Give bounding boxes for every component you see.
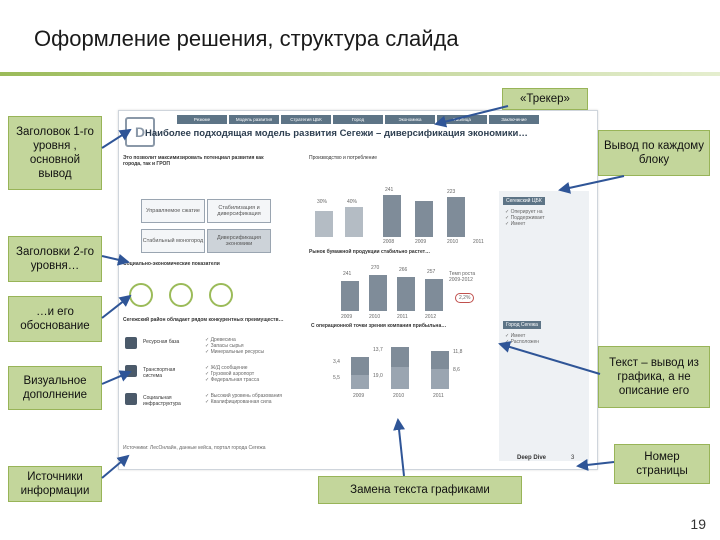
chart1-label: 40% — [347, 199, 358, 205]
matrix-cell: Стабилизация и диверсификация — [207, 199, 271, 223]
breakeven-bar — [391, 367, 409, 389]
breakeven-label: 8,6 — [453, 367, 460, 373]
chart2-year: 2012 — [425, 314, 437, 320]
note-text-replacement: Замена текста графиками — [318, 476, 522, 504]
side-bullets: ✓ Имеет✓ Расположен — [505, 333, 539, 345]
breakeven-year: 2009 — [353, 393, 365, 399]
chart1-bar — [315, 211, 333, 237]
slide-tracker: Резюме Модель развития Стратегия ЦБК Гор… — [177, 115, 539, 124]
chart1-label: 223 — [447, 189, 456, 195]
side-title: Город Сегежа — [503, 321, 541, 329]
tracker-tab: Стратегия ЦБК — [281, 115, 331, 124]
tracker-tab: Резюме — [177, 115, 227, 124]
chart2-bar — [341, 281, 359, 311]
chart2-label: 266 — [399, 267, 408, 273]
slide-footer-page: 3 — [571, 455, 575, 461]
row-label: Ресурсная база — [143, 339, 180, 345]
note-tracker: «Трекер» — [502, 88, 588, 110]
tracker-tab: Экономика — [385, 115, 435, 124]
note-header-level2: Заголовки 2-го уровня… — [8, 236, 102, 282]
side-bullets: ✓ Оперирует на✓ Поддерживает✓ Имеет — [505, 209, 545, 227]
breakeven-label: 5,5 — [333, 375, 340, 381]
note-info-sources: Источники информации — [8, 466, 102, 502]
breakeven-label: 13,7 — [373, 347, 383, 353]
train-icon — [125, 365, 137, 377]
chart2-label: 241 — [343, 271, 352, 277]
chart2-year: 2010 — [369, 314, 381, 320]
page-title: Оформление решения, структура слайда — [34, 26, 459, 51]
breakeven-bar — [351, 375, 369, 389]
tracker-tab: Город — [333, 115, 383, 124]
title-divider — [0, 72, 720, 76]
note-text-from-chart: Текст – вывод из графика, а не описание … — [598, 346, 710, 408]
row-label: Социальная инфраструктура — [143, 395, 181, 407]
chart2-title: Рынок бумажной продукции стабильно расте… — [309, 249, 431, 255]
indicator-circle — [169, 283, 193, 307]
chart2-bar — [369, 275, 387, 311]
tracker-tab: Таблица — [437, 115, 487, 124]
chart2-label: 270 — [371, 265, 380, 271]
note-conclusion-per-block: Вывод по каждому блоку — [598, 130, 710, 176]
indicator-circle — [129, 283, 153, 307]
note-page-number: Номер страницы — [614, 444, 710, 484]
example-slide: D Резюме Модель развития Стратегия ЦБК Г… — [118, 110, 598, 470]
people-icon — [125, 393, 137, 405]
chart1-caption: Производство и потребление — [309, 155, 378, 161]
row-bullets: ✓ Древесина✓ Запасы сырья✓ Минеральные р… — [205, 337, 265, 355]
row-bullets: ✓ Высокий уровень образования✓ Квалифици… — [205, 393, 282, 405]
lower-left-title: Сегежский район обладает рядом конкурент… — [123, 317, 284, 323]
chart1-year: 2008 — [383, 239, 395, 245]
chart1-bar — [383, 195, 401, 237]
growth-value: 2,2% — [455, 293, 475, 303]
matrix-cell: Управляемое сжатие — [141, 199, 205, 223]
breakeven-bar — [391, 347, 409, 367]
chart1-bar — [345, 207, 363, 237]
chart2-bar — [397, 277, 415, 311]
left-box-title: Это позволит максимизировать потенциал р… — [123, 155, 264, 167]
chart1-bar — [415, 201, 433, 237]
breakeven-year: 2011 — [433, 393, 444, 399]
breakeven-label: 19,0 — [373, 373, 383, 379]
note-justification: …и его обоснование — [8, 296, 102, 342]
page-number: 19 — [690, 516, 706, 532]
breakeven-bar — [431, 351, 449, 369]
breakeven-bar — [351, 357, 369, 375]
chart1-bar — [447, 197, 465, 237]
breakeven-title: С операционной точки зрения компания при… — [311, 323, 447, 329]
chart2-year: 2009 — [341, 314, 353, 320]
matrix-cell: Диверсификация экономики — [207, 229, 271, 253]
chart1-year: 2010 — [447, 239, 459, 245]
indicator-circle — [209, 283, 233, 307]
note-header-level1: Заголовок 1-го уровня , основной вывод — [8, 116, 102, 190]
slide-footer-brand: Deep Dive — [517, 455, 547, 461]
mid-left-title: Социально-экономические показатели — [123, 261, 220, 267]
chart1-label: 30% — [317, 199, 328, 205]
breakeven-year: 2010 — [393, 393, 405, 399]
slide-headline: Наиболее подходящая модель развития Сеге… — [145, 128, 528, 139]
chart2-label: 257 — [427, 269, 436, 275]
growth-label: Темп роста 2009-2012 — [449, 271, 476, 283]
chart1-year: 2009 — [415, 239, 427, 245]
chart2-year: 2011 — [397, 314, 408, 320]
side-title: Сегежский ЦБК — [503, 197, 545, 205]
chart1-year: 2011 — [473, 239, 484, 245]
breakeven-label: 11,8 — [453, 349, 463, 355]
breakeven-label: 3,4 — [333, 359, 340, 365]
tree-icon — [125, 337, 137, 349]
note-visual-addition: Визуальное дополнение — [8, 366, 102, 410]
slide-source: Источники: ЛесОнлайн, данные кейса, порт… — [123, 445, 266, 451]
chart1-label: 241 — [385, 187, 394, 193]
tracker-tab: Заключение — [489, 115, 539, 124]
row-bullets: ✓ Ж/Д сообщение✓ Грузовой аэропорт✓ Феде… — [205, 365, 260, 383]
breakeven-bar — [431, 369, 449, 389]
matrix-cell: Стабильный моногород — [141, 229, 205, 253]
row-label: Транспортная система — [143, 367, 176, 379]
tracker-tab: Модель развития — [229, 115, 279, 124]
chart2-bar — [425, 279, 443, 311]
